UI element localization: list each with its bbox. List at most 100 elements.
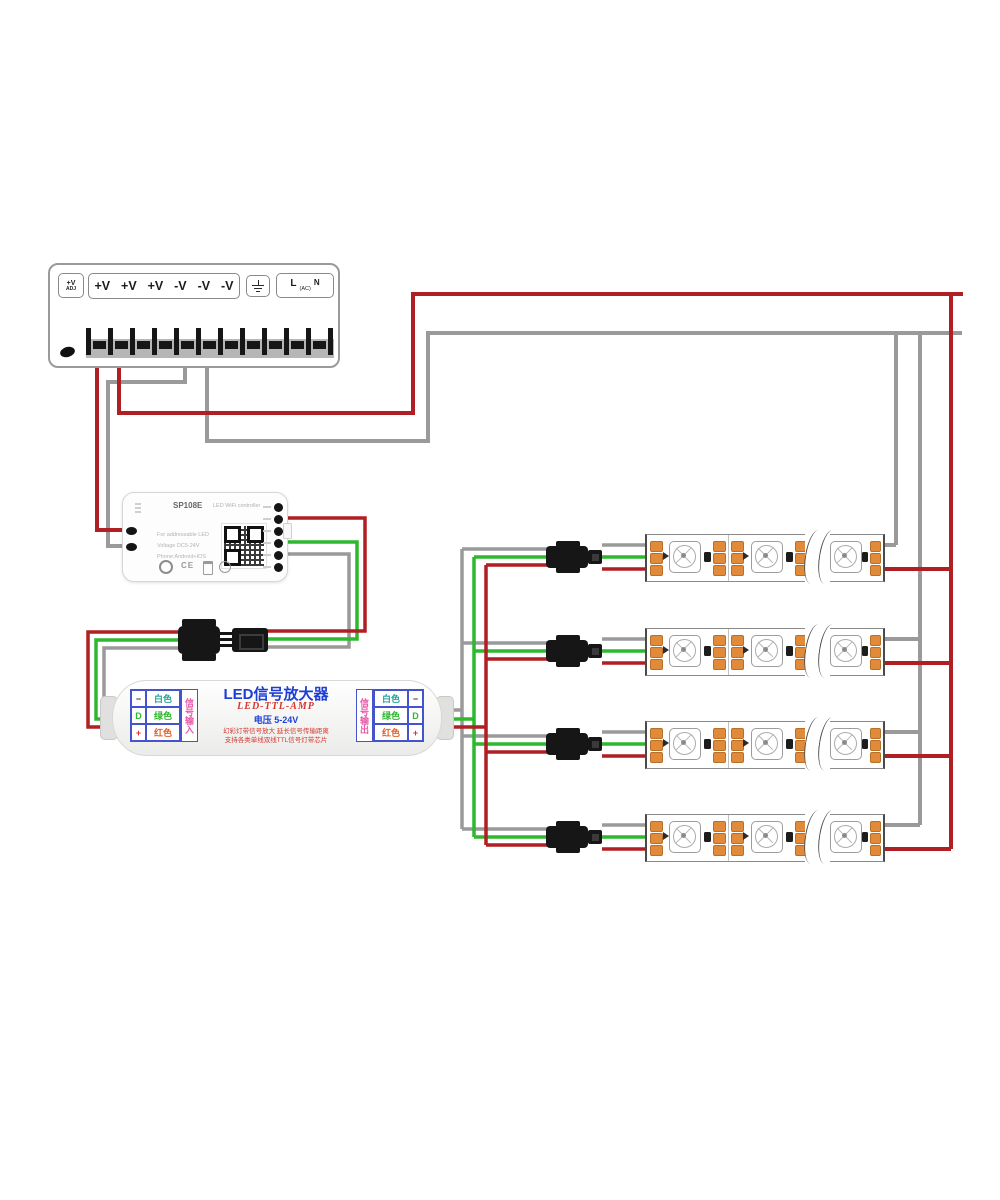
- solder-pad: [870, 752, 881, 763]
- pin-symbol: D: [408, 707, 423, 724]
- led-chip: [751, 635, 783, 667]
- controller-spec-2: Voltage DC5-24V: [157, 543, 200, 549]
- resistor: [786, 552, 793, 562]
- led-strip: [645, 622, 885, 680]
- led-lens: [754, 638, 778, 662]
- psu-screw-slot: [115, 341, 128, 349]
- wire-red-controller-out: [260, 516, 367, 633]
- psu-terminal-label: -V: [174, 279, 187, 293]
- solder-pad: [731, 541, 744, 552]
- strip-connector: [546, 541, 606, 573]
- resistor: [703, 739, 711, 749]
- wire-ground-psu-to-controller: [106, 350, 187, 548]
- solder-pad: [650, 659, 663, 670]
- resistor: [862, 832, 868, 842]
- solder-pad: [870, 659, 881, 670]
- led-strip: [645, 808, 885, 866]
- solder-pad: [731, 635, 744, 646]
- solder-pad: [870, 740, 881, 751]
- amplifier-note-2: 支持各类单线双线TTL信号灯带芯片: [224, 737, 328, 744]
- led-die: [842, 740, 847, 745]
- solder-pad: [713, 647, 726, 658]
- led-die: [842, 833, 847, 838]
- led-die: [842, 553, 847, 558]
- led-lens: [672, 731, 696, 755]
- led-die: [763, 833, 768, 838]
- psu-terminal-divider: [174, 328, 179, 355]
- pin-symbol: −: [131, 690, 146, 707]
- signal-input-label: 信号输入: [181, 689, 198, 742]
- controller-output-terminal: [274, 550, 283, 560]
- data-direction-arrow: [663, 646, 669, 654]
- psu-terminal-divider: [240, 328, 245, 355]
- psu-terminal-label: +V: [94, 279, 111, 293]
- psu-screw-slot: [225, 341, 238, 349]
- controller-output-terminal: [274, 502, 283, 512]
- strip-cut-mark: [800, 808, 843, 866]
- led-lens: [754, 544, 778, 568]
- controller-terminal-label: [263, 530, 271, 532]
- pin-symbol: D: [131, 707, 146, 724]
- solder-pad: [713, 541, 726, 552]
- solder-pad: [650, 845, 663, 856]
- controller-output-terminal: [274, 526, 283, 536]
- signal-output-label: 信号输出: [356, 689, 373, 742]
- strip-connector: [546, 635, 606, 667]
- solder-pad: [650, 740, 663, 751]
- led-lens: [833, 731, 857, 755]
- data-direction-arrow: [663, 832, 669, 840]
- psu-screw-slot: [159, 341, 172, 349]
- led-die: [763, 647, 768, 652]
- resistor: [786, 832, 793, 842]
- psu-terminal-divider: [108, 328, 113, 355]
- amplifier-title: LED信号放大器: [223, 686, 329, 703]
- segment-divider: [728, 722, 729, 768]
- led-chip: [669, 635, 701, 667]
- solder-pad: [870, 553, 881, 564]
- data-direction-arrow: [743, 552, 749, 560]
- controller-spec-lines: For addressable LED Voltage DC5-24V Phon…: [157, 530, 209, 563]
- psu-screw-slot: [181, 341, 194, 349]
- controller-terminal-label: [263, 566, 271, 568]
- data-direction-arrow: [743, 739, 749, 747]
- psu-screw-slot: [247, 341, 260, 349]
- controller-input-terminal-vcc: [126, 527, 137, 535]
- solder-pad: [713, 635, 726, 646]
- pin-symbol: +: [408, 724, 423, 741]
- data-direction-arrow: [663, 552, 669, 560]
- led-lens: [672, 544, 696, 568]
- psu-ground-box: [246, 275, 270, 297]
- psu-ac-mid: (AC): [299, 286, 311, 292]
- solder-pad: [731, 659, 744, 670]
- solder-pad: [713, 553, 726, 564]
- amplifier-subtitle: LED-TTL-AMP: [237, 701, 315, 712]
- segment-divider: [728, 535, 729, 581]
- wifi-controller: SP108E LED WiFi controller For addressab…: [122, 492, 292, 582]
- psu-adj-label: +V ADJ: [58, 273, 84, 298]
- psu-ac-l: L: [290, 278, 297, 289]
- strip-connector: [546, 821, 606, 853]
- led-lens: [833, 638, 857, 662]
- amplifier-voltage: 电压 5-24V: [253, 715, 299, 725]
- earth-ground-icon: [251, 279, 265, 293]
- resistor: [862, 739, 868, 749]
- psu-terminal-label: +V: [121, 279, 137, 293]
- led-chip: [751, 541, 783, 573]
- solder-pad: [650, 565, 663, 576]
- controller-output-terminal: [274, 514, 283, 524]
- psu-terminal-label: -V: [220, 279, 234, 293]
- solder-pad: [650, 728, 663, 739]
- data-direction-arrow: [663, 739, 669, 747]
- psu-terminal-label: -V: [197, 279, 211, 293]
- pin-color-name: 红色: [146, 724, 180, 741]
- wire-ground-psu-to-strips: [205, 331, 962, 443]
- data-direction-arrow: [743, 832, 749, 840]
- psu-terminal-divider: [328, 328, 333, 355]
- solder-pad: [650, 553, 663, 564]
- led-strip: [645, 528, 885, 586]
- ce-mark: CE: [181, 561, 195, 570]
- solder-pad: [650, 833, 663, 844]
- pin-symbol: −: [408, 690, 423, 707]
